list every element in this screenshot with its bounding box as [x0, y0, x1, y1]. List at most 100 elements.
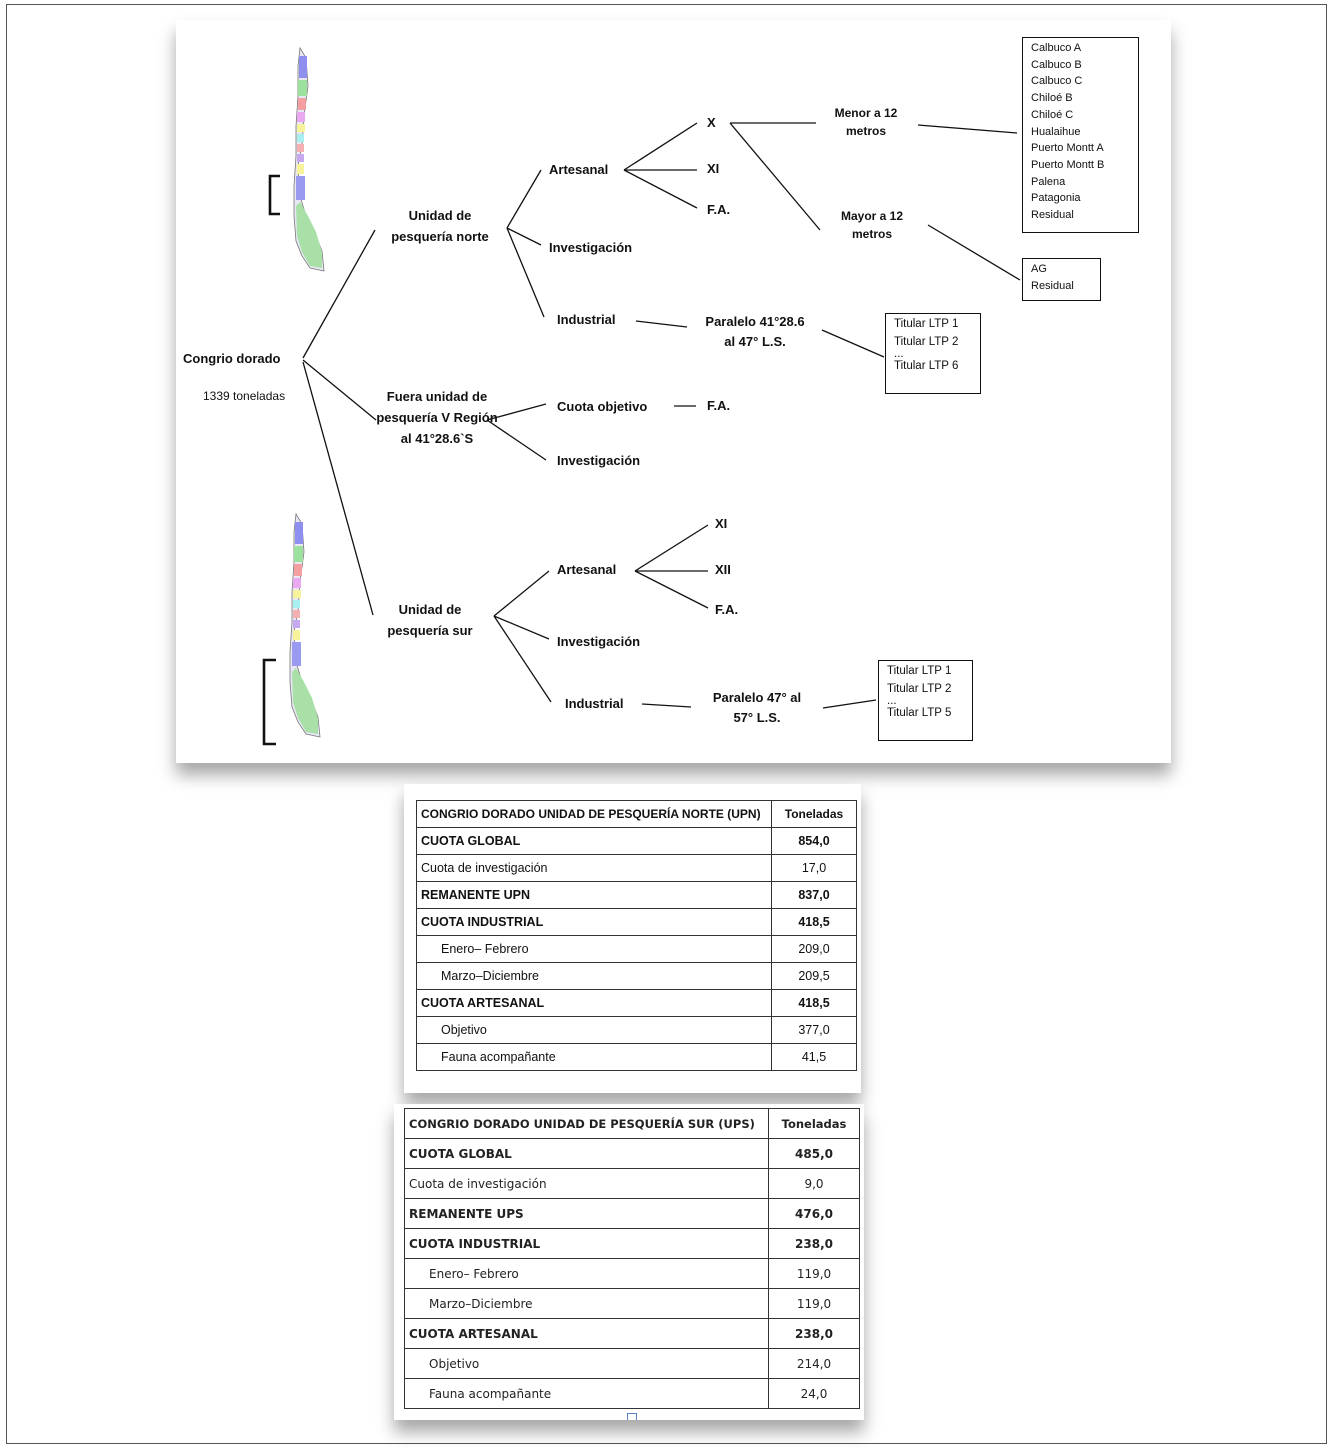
- list-item: ...: [887, 695, 897, 708]
- row-value: 9,0: [768, 1168, 860, 1199]
- list-item: Puerto Montt A: [1031, 142, 1104, 155]
- row-value: 418,5: [771, 908, 857, 936]
- row-value: 837,0: [771, 881, 857, 909]
- list-item: Puerto Montt B: [1031, 158, 1105, 171]
- norte-label: Unidad de pesquería norte: [380, 205, 500, 247]
- table-header-row: CONGRIO DORADO UNIDAD DE PESQUERÍA SUR (…: [404, 1108, 860, 1139]
- fuera-investigacion: Investigación: [557, 453, 641, 468]
- sur-industrial: Industrial: [565, 696, 624, 711]
- row-label: CUOTA INDUSTRIAL: [416, 908, 772, 936]
- row-label: REMANENTE UPN: [416, 881, 772, 909]
- norte-menor-line2: metros: [845, 124, 886, 138]
- list-item: AG: [1031, 263, 1047, 275]
- norte-label-line2: pesquería norte: [391, 229, 489, 244]
- norte-xi: XI: [707, 161, 720, 176]
- norte-menor-line1: Menor a 12: [834, 106, 898, 120]
- list-item: Residual: [1031, 209, 1074, 222]
- row-label: Cuota de investigación: [404, 1168, 769, 1199]
- table-sur-panel: CONGRIO DORADO UNIDAD DE PESQUERÍA SUR (…: [394, 1104, 864, 1420]
- row-label: CUOTA GLOBAL: [416, 827, 772, 855]
- root-title: Congrio dorado: [183, 351, 281, 366]
- sur-paralelo-line2: 57° L.S.: [733, 710, 781, 725]
- row-value: 214,0: [768, 1348, 860, 1379]
- fuera-cuota-objetivo: Cuota objetivo: [557, 399, 648, 414]
- row-label: Fauna acompañante: [416, 1043, 772, 1071]
- list-item: Palena: [1031, 175, 1066, 188]
- row-value: 485,0: [768, 1138, 860, 1169]
- table-header-title: CONGRIO DORADO UNIDAD DE PESQUERÍA NORTE…: [416, 800, 772, 828]
- fuera-fa: F.A.: [707, 398, 731, 413]
- table-header-title: CONGRIO DORADO UNIDAD DE PESQUERÍA SUR (…: [404, 1108, 769, 1139]
- row-value: 17,0: [771, 854, 857, 882]
- norte-menor-list-box: Calbuco A Calbuco B Calbuco C Chiloé B C…: [1022, 37, 1139, 233]
- chile-map-norte-icon: [268, 46, 325, 272]
- list-item: Calbuco A: [1031, 42, 1082, 54]
- row-label: Enero– Febrero: [416, 935, 772, 963]
- row-value: 119,0: [768, 1288, 860, 1319]
- row-value: 418,5: [771, 989, 857, 1017]
- row-label: Fauna acompañante: [404, 1378, 769, 1409]
- list-item: Titular LTP 2: [894, 335, 959, 348]
- row-label: CUOTA GLOBAL: [404, 1138, 769, 1169]
- list-item: ...: [894, 348, 904, 361]
- norte-mayor-line1: Mayor a 12: [840, 209, 904, 223]
- norte-mayor-line2: metros: [851, 227, 892, 241]
- norte-mayor-list-box: AG Residual: [1022, 258, 1101, 301]
- norte-menor: Menor a 12 metros: [821, 104, 911, 140]
- norte-fa: F.A.: [707, 202, 731, 217]
- sur-label: Unidad de pesquería sur: [370, 599, 490, 641]
- table-header-unit: Toneladas: [771, 800, 857, 828]
- row-label: Marzo–Diciembre: [404, 1288, 769, 1319]
- sur-investigacion: Investigación: [557, 634, 641, 649]
- sur-paralelo: Paralelo 47° al 57° L.S.: [692, 688, 822, 728]
- norte-titulares-box: Titular LTP 1 Titular LTP 2 ... Titular …: [885, 313, 981, 394]
- row-value: 238,0: [768, 1228, 860, 1259]
- norte-paralelo: Paralelo 41°28.6 al 47° L.S.: [685, 312, 825, 352]
- resize-handle-icon: [627, 1413, 637, 1420]
- list-item: Titular LTP 1: [887, 665, 952, 677]
- list-item: Chiloé B: [1031, 92, 1073, 105]
- row-label: CUOTA ARTESANAL: [416, 989, 772, 1017]
- row-value: 854,0: [771, 827, 857, 855]
- norte-artesanal: Artesanal: [549, 162, 609, 177]
- table-header-unit: Toneladas: [768, 1108, 860, 1139]
- table-norte: CONGRIO DORADO UNIDAD DE PESQUERÍA NORTE…: [416, 800, 857, 1071]
- sur-fa: F.A.: [715, 602, 739, 617]
- chile-map-sur-icon: [262, 512, 321, 746]
- list-item: Calbuco C: [1031, 75, 1083, 88]
- norte-industrial: Industrial: [557, 312, 616, 327]
- list-item: Titular LTP 2: [887, 682, 952, 695]
- row-label: CUOTA INDUSTRIAL: [404, 1228, 769, 1259]
- sur-label-line2: pesquería sur: [387, 623, 473, 638]
- sur-xii: XII: [715, 562, 731, 577]
- list-item: Residual: [1031, 279, 1074, 292]
- norte-paralelo-line1: Paralelo 41°28.6: [705, 314, 805, 329]
- list-item: Chiloé C: [1031, 108, 1074, 121]
- row-label: Objetivo: [404, 1348, 769, 1379]
- row-value: 209,5: [771, 962, 857, 990]
- list-item: Titular LTP 5: [887, 707, 952, 720]
- row-value: 119,0: [768, 1258, 860, 1289]
- row-value: 41,5: [771, 1043, 857, 1071]
- row-value: 476,0: [768, 1198, 860, 1229]
- row-label: Marzo–Diciembre: [416, 962, 772, 990]
- row-label: Enero– Febrero: [404, 1258, 769, 1289]
- sur-artesanal: Artesanal: [557, 562, 617, 577]
- sur-titulares-box: Titular LTP 1 Titular LTP 2 ... Titular …: [878, 660, 973, 741]
- sur-paralelo-line1: Paralelo 47° al: [712, 690, 802, 705]
- fuera-label: Fuera unidad de pesquería V Región al 41…: [372, 386, 502, 449]
- row-label: Cuota de investigación: [416, 854, 772, 882]
- list-item: Calbuco B: [1031, 58, 1082, 71]
- list-item: Hualaihue: [1031, 125, 1081, 138]
- norte-paralelo-line2: al 47° L.S.: [724, 334, 786, 349]
